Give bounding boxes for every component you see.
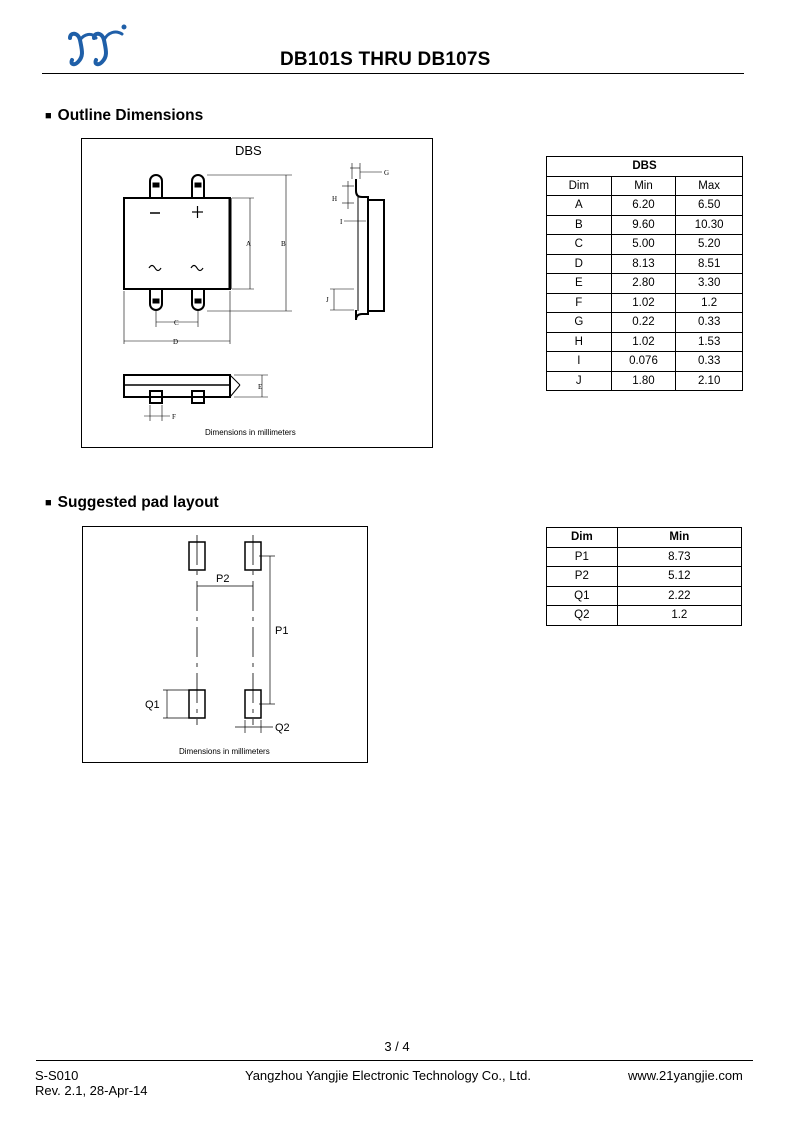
table-cell: 0.076	[610, 351, 677, 372]
table-cell: F	[546, 292, 612, 313]
svg-text:A: A	[246, 240, 251, 248]
bullet-square-icon: ■	[45, 110, 52, 122]
column-header: Dim	[546, 175, 612, 196]
table-cell: 2.10	[675, 370, 743, 391]
table-cell: 9.60	[610, 214, 677, 235]
svg-text:D: D	[173, 338, 178, 346]
svg-text:I: I	[340, 218, 343, 226]
table-cell: H	[546, 331, 612, 352]
svg-text:G: G	[384, 169, 389, 177]
svg-text:J: J	[326, 296, 329, 304]
document-title: DB101S THRU DB107S	[280, 49, 491, 70]
svg-text:P1: P1	[275, 625, 288, 637]
table-cell: 8.51	[675, 253, 743, 274]
table-cell: 8.73	[616, 546, 743, 567]
revision-date: Rev. 2.1, 28-Apr-14	[35, 1083, 148, 1098]
company-logo	[68, 24, 127, 67]
table-cell: 0.33	[675, 351, 743, 372]
column-header: Max	[675, 175, 743, 196]
table-cell: P1	[546, 546, 618, 567]
table-cell: 3.30	[675, 273, 743, 294]
table-group-header: DBS	[546, 156, 743, 177]
outline-heading-text: Outline Dimensions	[57, 107, 204, 124]
table-cell: C	[546, 234, 612, 255]
table-cell: 2.22	[616, 585, 743, 606]
bullet-square-icon: ■	[45, 497, 52, 509]
pad-layout-heading: ■ Suggested pad layout	[45, 494, 219, 512]
table-cell: 5.00	[610, 234, 677, 255]
column-header: Min	[610, 175, 677, 196]
table-cell: Q2	[546, 605, 618, 626]
svg-text:B: B	[281, 240, 286, 248]
table-cell: 8.13	[610, 253, 677, 274]
column-header: Dim	[546, 527, 618, 548]
outline-figure: DBS A B C	[81, 138, 433, 448]
svg-text:P2: P2	[216, 573, 229, 585]
footer-rule	[36, 1060, 753, 1061]
table-cell: 5.20	[675, 234, 743, 255]
pad-layout-drawing: P2 P1 Q1 Q2 Dimensions in millimeters	[145, 535, 290, 756]
table-cell: 6.20	[610, 195, 677, 216]
header-rule	[42, 73, 744, 74]
table-cell: J	[546, 370, 612, 391]
table-cell: G	[546, 312, 612, 333]
table-cell: 1.02	[610, 331, 677, 352]
table-cell: 1.53	[675, 331, 743, 352]
table-cell: B	[546, 214, 612, 235]
svg-text:Q2: Q2	[275, 722, 290, 734]
outline-note: Dimensions in millimeters	[205, 428, 296, 437]
pad-layout-heading-text: Suggested pad layout	[57, 494, 219, 511]
svg-text:F: F	[172, 413, 176, 421]
table-cell: 1.02	[610, 292, 677, 313]
table-cell: 6.50	[675, 195, 743, 216]
table-cell: A	[546, 195, 612, 216]
table-cell: 5.12	[616, 566, 743, 587]
table-cell: 1.2	[616, 605, 743, 626]
table-cell: 2.80	[610, 273, 677, 294]
package-label: DBS	[235, 143, 262, 158]
outline-drawing: DBS A B C	[123, 143, 389, 437]
table-cell: 10.30	[675, 214, 743, 235]
pad-layout-note: Dimensions in millimeters	[179, 747, 270, 756]
column-header: Min	[616, 527, 743, 548]
table-cell: 0.33	[675, 312, 743, 333]
table-cell: I	[546, 351, 612, 372]
table-cell: 0.22	[610, 312, 677, 333]
company-website: www.21yangjie.com	[628, 1068, 743, 1083]
svg-text:H: H	[332, 195, 337, 203]
pad-layout-figure: P2 P1 Q1 Q2 Dimensions in millimeters	[82, 526, 368, 763]
table-cell: E	[546, 273, 612, 294]
company-name: Yangzhou Yangjie Electronic Technology C…	[245, 1068, 531, 1083]
document-code: S-S010	[35, 1068, 79, 1083]
table-cell: 1.80	[610, 370, 677, 391]
outline-dimensions-heading: ■ Outline Dimensions	[45, 107, 203, 125]
table-cell: P2	[546, 566, 618, 587]
table-cell: D	[546, 253, 612, 274]
svg-text:E: E	[258, 383, 262, 391]
table-cell: 1.2	[675, 292, 743, 313]
table-cell: Q1	[546, 585, 618, 606]
svg-text:C: C	[174, 319, 179, 327]
svg-text:Q1: Q1	[145, 699, 160, 711]
page-number: 3 / 4	[384, 1039, 410, 1054]
